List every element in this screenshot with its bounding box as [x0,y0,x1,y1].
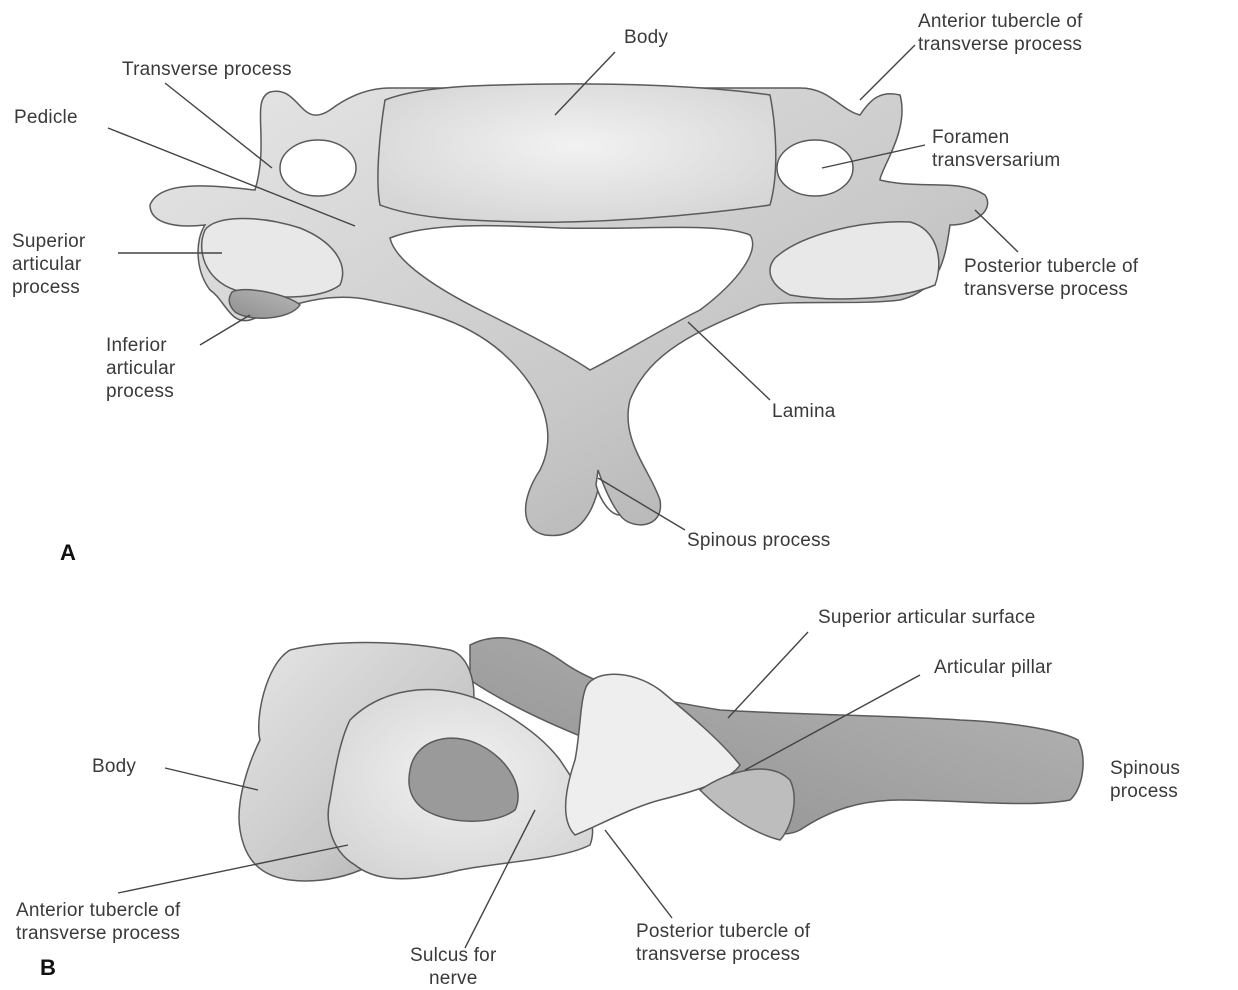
label-a-posterior-tubercle: Posterior tubercle of transverse process [964,255,1138,301]
label-a-foramen-transversarium: Foramen transversarium [932,126,1060,172]
foramen-transversarium-right [777,140,853,196]
label-b-sulcus-for-nerve: Sulcus for nerve [410,944,496,990]
label-a-transverse-process: Transverse process [122,58,292,81]
vertebral-body [378,84,776,222]
leader-posterior-tubercle-a [975,210,1018,252]
leader-inferior-articular [200,315,250,345]
panel-label-a: A [60,540,76,566]
figure-a-vertebra [150,84,988,536]
label-a-superior-articular-process: Superior articular process [12,230,85,299]
label-b-posterior-tubercle: Posterior tubercle of transverse process [636,920,810,966]
label-b-superior-articular-surface: Superior articular surface [818,606,1035,629]
leader-transverse-process [165,83,272,168]
foramen-transversarium-left [280,140,356,196]
leader-posterior-tubercle-b [605,830,672,918]
label-a-inferior-articular-process: Inferior articular process [106,334,175,403]
leader-lamina [688,322,770,400]
label-a-anterior-tubercle: Anterior tubercle of transverse process [918,10,1083,56]
label-a-lamina: Lamina [772,400,836,423]
leader-superior-articular-surface [728,632,808,718]
label-b-anterior-tubercle: Anterior tubercle of transverse process [16,899,181,945]
leader-anterior-tubercle-a [860,45,915,100]
label-b-spinous-process: Spinous process [1110,757,1180,803]
label-a-spinous-process: Spinous process [687,529,830,552]
label-a-body: Body [624,26,668,49]
label-b-body: Body [92,755,136,778]
label-b-articular-pillar: Articular pillar [934,656,1052,679]
panel-label-b: B [40,955,56,981]
label-a-pedicle: Pedicle [14,106,78,129]
leader-body-b [165,768,258,790]
superior-articular-facet-b [566,674,740,835]
